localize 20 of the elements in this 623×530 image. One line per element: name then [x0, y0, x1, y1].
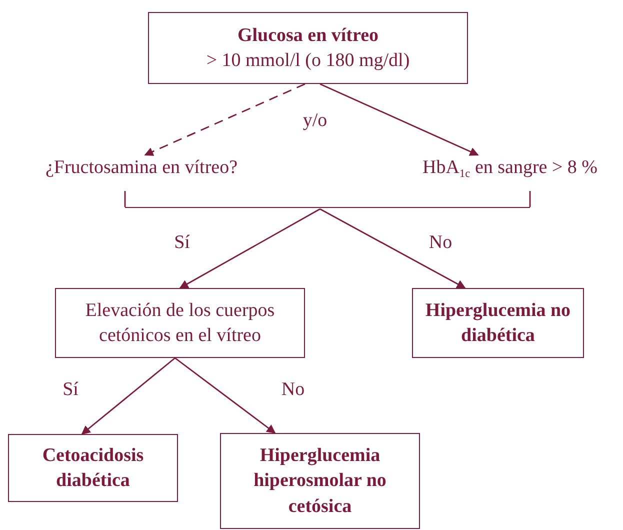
arrow — [320, 83, 479, 156]
box-text: Elevación de los cuerpos cetónicos en el vítreo — [84, 298, 276, 348]
connector-note: y/o — [302, 110, 328, 132]
process-box — [8, 434, 178, 502]
process-box — [148, 12, 468, 84]
arrow — [179, 208, 320, 289]
box-heading: Glucosa en vítreo — [237, 24, 379, 48]
box-text: > 10 mmol/l (o 180 mg/dl) — [206, 49, 410, 73]
process-box — [220, 433, 420, 529]
box-text: Hiperglucemia hiperosmolar no cetósica — [252, 444, 388, 519]
question-text: HbA$_{1c}$ en sangre > 8 % — [422, 156, 598, 182]
box-text: Hiperglucemia no diabética — [424, 298, 572, 348]
process-box — [55, 288, 305, 358]
question-text: ¿Fructosamina en vítreo? — [45, 156, 238, 180]
process-box — [412, 288, 584, 358]
arrow — [144, 83, 306, 156]
box-text: Cetoacidosis diabética — [41, 444, 145, 493]
arrow — [81, 357, 176, 435]
arrow — [320, 208, 466, 289]
arrow — [174, 357, 276, 434]
